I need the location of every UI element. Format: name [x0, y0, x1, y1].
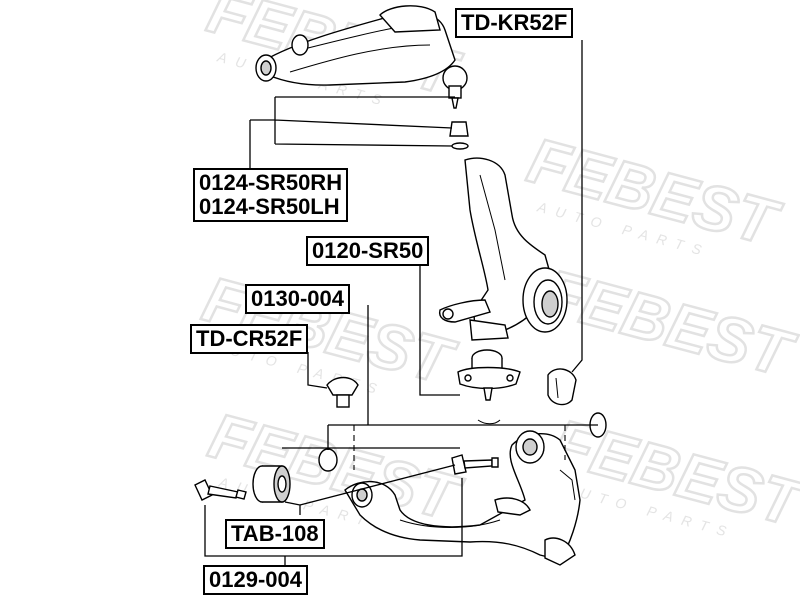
leader-lines	[204, 40, 598, 565]
part-number-text-rh: 0124-SR50RH	[199, 170, 343, 195]
lower-arm-bushing	[252, 465, 291, 503]
steering-knuckle	[438, 157, 568, 341]
part-label-ball-joint: 0120-SR50	[306, 236, 430, 266]
cam-bolt-right	[451, 454, 499, 475]
part-label-tab-108: TAB-108	[225, 519, 325, 549]
part-label-bolt: 0129-004	[203, 565, 308, 595]
lower-ball-joint	[457, 349, 521, 425]
part-number-text: TD-CR52F	[196, 326, 303, 351]
right-stabilizer-bushing	[547, 368, 607, 438]
part-number-text: TD-KR52F	[461, 10, 568, 35]
upper-control-arm	[255, 5, 468, 109]
part-number-text: TAB-108	[231, 521, 319, 546]
washer	[318, 448, 338, 472]
part-number-text: 0130-004	[251, 286, 344, 311]
bump-stop	[326, 376, 359, 408]
upper-fasteners	[449, 121, 469, 150]
cam-bolt-left	[194, 479, 247, 501]
part-number-text: 0129-004	[209, 567, 302, 592]
watermark-brand: FEBEST	[536, 255, 800, 391]
lower-control-arm	[344, 430, 581, 566]
part-number-text: 0120-SR50	[312, 238, 424, 263]
part-number-text-lh: 0124-SR50LH	[199, 194, 340, 219]
part-label-upper-control-arm: 0124-SR50RH 0124-SR50LH	[193, 168, 349, 222]
part-label-td-cr52f: TD-CR52F	[190, 324, 309, 354]
part-label-washer: 0130-004	[245, 284, 350, 314]
part-label-td-kr52f: TD-KR52F	[455, 8, 574, 38]
